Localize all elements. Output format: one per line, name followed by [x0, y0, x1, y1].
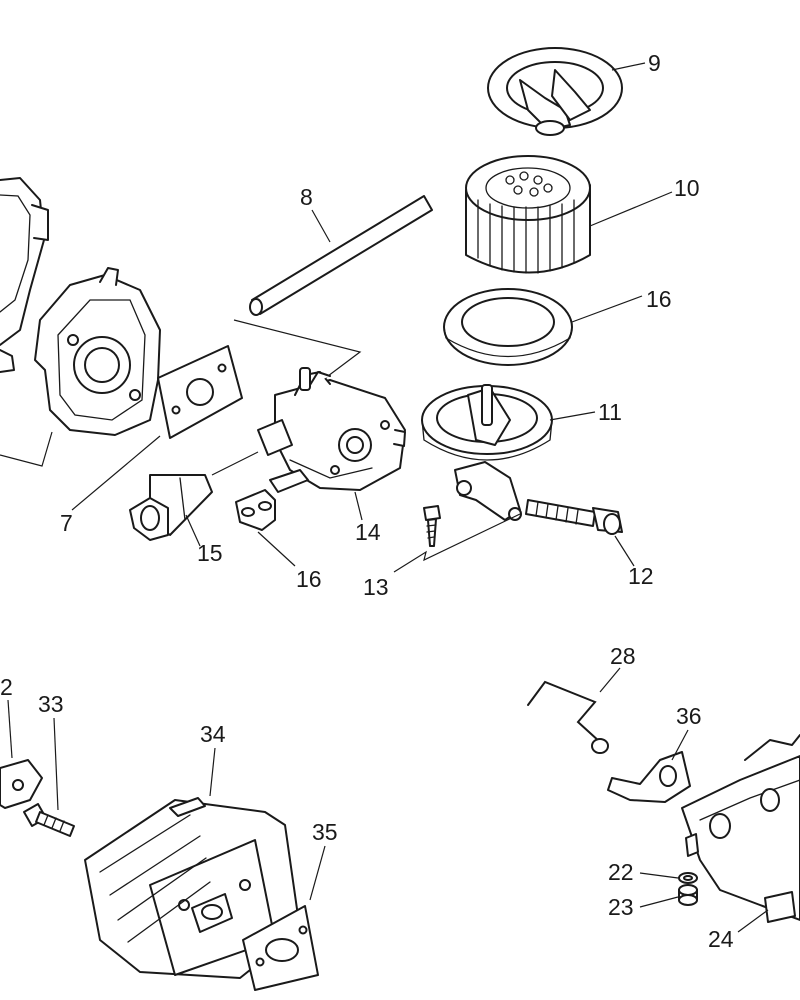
leader-line-7	[71, 435, 161, 511]
part-label-12: 12	[628, 563, 654, 589]
pad-part-2	[0, 759, 43, 809]
part-label-28: 28	[610, 643, 636, 669]
part-label-33: 33	[38, 691, 64, 717]
carburetor-mount-flange	[34, 267, 161, 436]
part-label-22: 22	[608, 859, 634, 885]
housing-fragment-left	[0, 177, 49, 373]
gasket-part-7	[157, 345, 243, 439]
air-filter-base-part-11	[421, 384, 553, 521]
part-label-16-upper: 16	[646, 286, 672, 312]
bracket-part-36	[607, 751, 691, 803]
part-label-7: 7	[60, 510, 73, 536]
part-label-8: 8	[300, 184, 313, 210]
leader-line-14	[354, 491, 363, 521]
leader-line-13	[393, 513, 521, 573]
leader-line-22	[639, 872, 679, 879]
air-filter-element-part-10	[465, 155, 591, 274]
nut-part-23	[678, 884, 698, 906]
part-label-9: 9	[648, 50, 661, 76]
carburetor-part-14	[257, 367, 406, 491]
leader-line-12	[614, 535, 635, 567]
part-label-15: 15	[197, 540, 223, 566]
leader-line-34	[209, 747, 216, 797]
leader-line-10	[589, 191, 673, 227]
leader-line-36	[671, 729, 689, 761]
part-label-34: 34	[200, 721, 226, 747]
engine-cover-fragment-right	[681, 734, 800, 921]
leader-line-2	[7, 699, 13, 759]
gasket-part-35	[242, 905, 319, 991]
bolt-part-12	[525, 499, 623, 535]
part-label-24: 24	[708, 926, 734, 952]
gasket-part-16-lower	[235, 469, 309, 531]
leader-line-9	[611, 62, 646, 71]
wire-rod-part-28	[527, 680, 609, 754]
part-label-13: 13	[363, 574, 389, 600]
leader-line-8-to-carb	[233, 319, 362, 389]
leader-line-23	[639, 896, 679, 908]
part-label-11: 11	[598, 399, 622, 425]
part-label-16-lower: 16	[296, 566, 322, 592]
leader-line-15	[211, 451, 259, 476]
washer-part-22	[678, 872, 698, 884]
plate-part-24	[764, 891, 796, 923]
part-label-2: 2	[0, 674, 13, 700]
leader-line-33	[53, 717, 59, 811]
leader-line-16-lower	[257, 531, 296, 567]
screw-part-33	[23, 803, 75, 837]
part-label-35: 35	[312, 819, 338, 845]
leader-line-8	[311, 209, 331, 243]
leader-line-35	[309, 845, 326, 901]
leader-line-28	[599, 667, 621, 693]
leader-line-16-upper	[571, 295, 643, 323]
seal-ring-part-16-upper	[443, 288, 573, 366]
screw-part-13	[423, 505, 441, 547]
part-label-10: 10	[674, 175, 700, 201]
intake-boot-part-15	[129, 474, 213, 541]
leader-line-11	[549, 411, 596, 421]
leader-line-left-group	[0, 431, 53, 467]
leader-line-24	[737, 909, 769, 933]
fuel-tube-part-8	[249, 195, 433, 316]
part-label-23: 23	[608, 894, 634, 920]
air-filter-cover-part-9	[487, 47, 623, 136]
leader-line-15b	[185, 514, 201, 547]
part-label-14: 14	[355, 519, 381, 545]
part-label-36: 36	[676, 703, 702, 729]
